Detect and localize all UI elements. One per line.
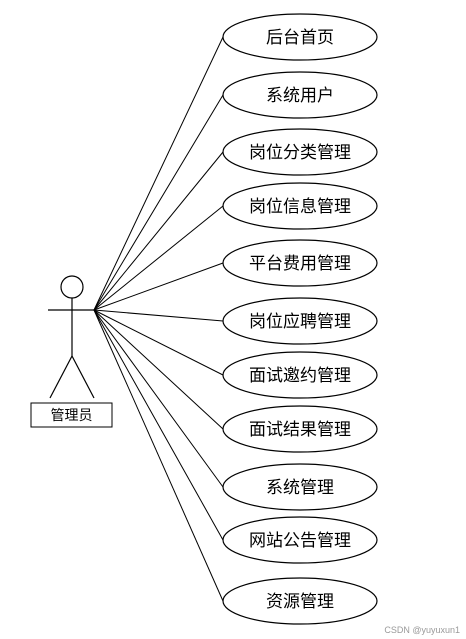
association-line-uc-platform-fee bbox=[93, 262, 224, 311]
use-case-label: 岗位信息管理 bbox=[249, 197, 351, 217]
actor-leg-left bbox=[49, 355, 73, 399]
use-case-label: 平台费用管理 bbox=[249, 254, 351, 274]
use-case-ellipse bbox=[222, 297, 378, 345]
use-case-uc-site-notice: 网站公告管理 bbox=[222, 516, 378, 564]
actor-leg-right bbox=[71, 355, 95, 399]
use-case-ellipse bbox=[222, 577, 378, 625]
actor-label: 管理员 bbox=[51, 408, 93, 424]
association-line-uc-system-manage bbox=[93, 309, 224, 488]
use-case-uc-platform-fee: 平台费用管理 bbox=[222, 239, 378, 287]
actor-figure: 管理员 bbox=[30, 275, 113, 428]
use-case-uc-interview-result: 面试结果管理 bbox=[222, 405, 378, 453]
use-case-label: 岗位应聘管理 bbox=[249, 312, 351, 332]
association-line-uc-resource bbox=[93, 309, 224, 602]
use-case-uc-job-info: 岗位信息管理 bbox=[222, 182, 378, 230]
use-case-uc-job-application: 岗位应聘管理 bbox=[222, 297, 378, 345]
use-case-uc-interview-invite: 面试邀约管理 bbox=[222, 351, 378, 399]
use-case-uc-system-user: 系统用户 bbox=[222, 71, 378, 119]
use-case-uc-job-category: 岗位分类管理 bbox=[222, 128, 378, 176]
use-case-ellipse bbox=[222, 239, 378, 287]
use-case-ellipse bbox=[222, 351, 378, 399]
use-case-ellipse bbox=[222, 13, 378, 61]
use-case-label: 系统管理 bbox=[266, 478, 334, 498]
association-line-uc-job-category bbox=[93, 151, 224, 311]
use-case-ellipse bbox=[222, 516, 378, 564]
use-case-uc-system-manage: 系统管理 bbox=[222, 463, 378, 511]
use-case-uc-home: 后台首页 bbox=[222, 13, 378, 61]
association-line-uc-job-application bbox=[93, 309, 224, 322]
use-case-label: 资源管理 bbox=[266, 592, 334, 612]
use-case-ellipse bbox=[222, 463, 378, 511]
use-case-label: 网站公告管理 bbox=[249, 531, 351, 551]
actor-head bbox=[60, 275, 84, 299]
use-case-ellipse bbox=[222, 182, 378, 230]
use-case-list: 后台首页系统用户岗位分类管理岗位信息管理平台费用管理岗位应聘管理面试邀约管理面试… bbox=[222, 13, 378, 625]
use-case-label: 后台首页 bbox=[266, 28, 334, 48]
actor-label-box bbox=[30, 402, 113, 428]
association-line-uc-site-notice bbox=[93, 309, 224, 541]
use-case-label: 面试结果管理 bbox=[249, 420, 351, 440]
association-line-uc-interview-invite bbox=[93, 309, 224, 376]
use-case-ellipse bbox=[222, 128, 378, 176]
use-case-label: 岗位分类管理 bbox=[249, 143, 351, 163]
association-line-uc-home bbox=[93, 36, 224, 311]
use-case-uc-resource: 资源管理 bbox=[222, 577, 378, 625]
association-line-uc-system-user bbox=[93, 94, 224, 311]
association-lines bbox=[93, 36, 224, 602]
use-case-label: 面试邀约管理 bbox=[249, 366, 351, 386]
use-case-ellipse bbox=[222, 71, 378, 119]
use-case-label: 系统用户 bbox=[266, 86, 334, 106]
association-line-uc-interview-result bbox=[93, 309, 224, 430]
watermark: CSDN @yuyuxun1 bbox=[384, 625, 460, 635]
association-line-uc-job-info bbox=[93, 205, 224, 311]
use-case-ellipse bbox=[222, 405, 378, 453]
